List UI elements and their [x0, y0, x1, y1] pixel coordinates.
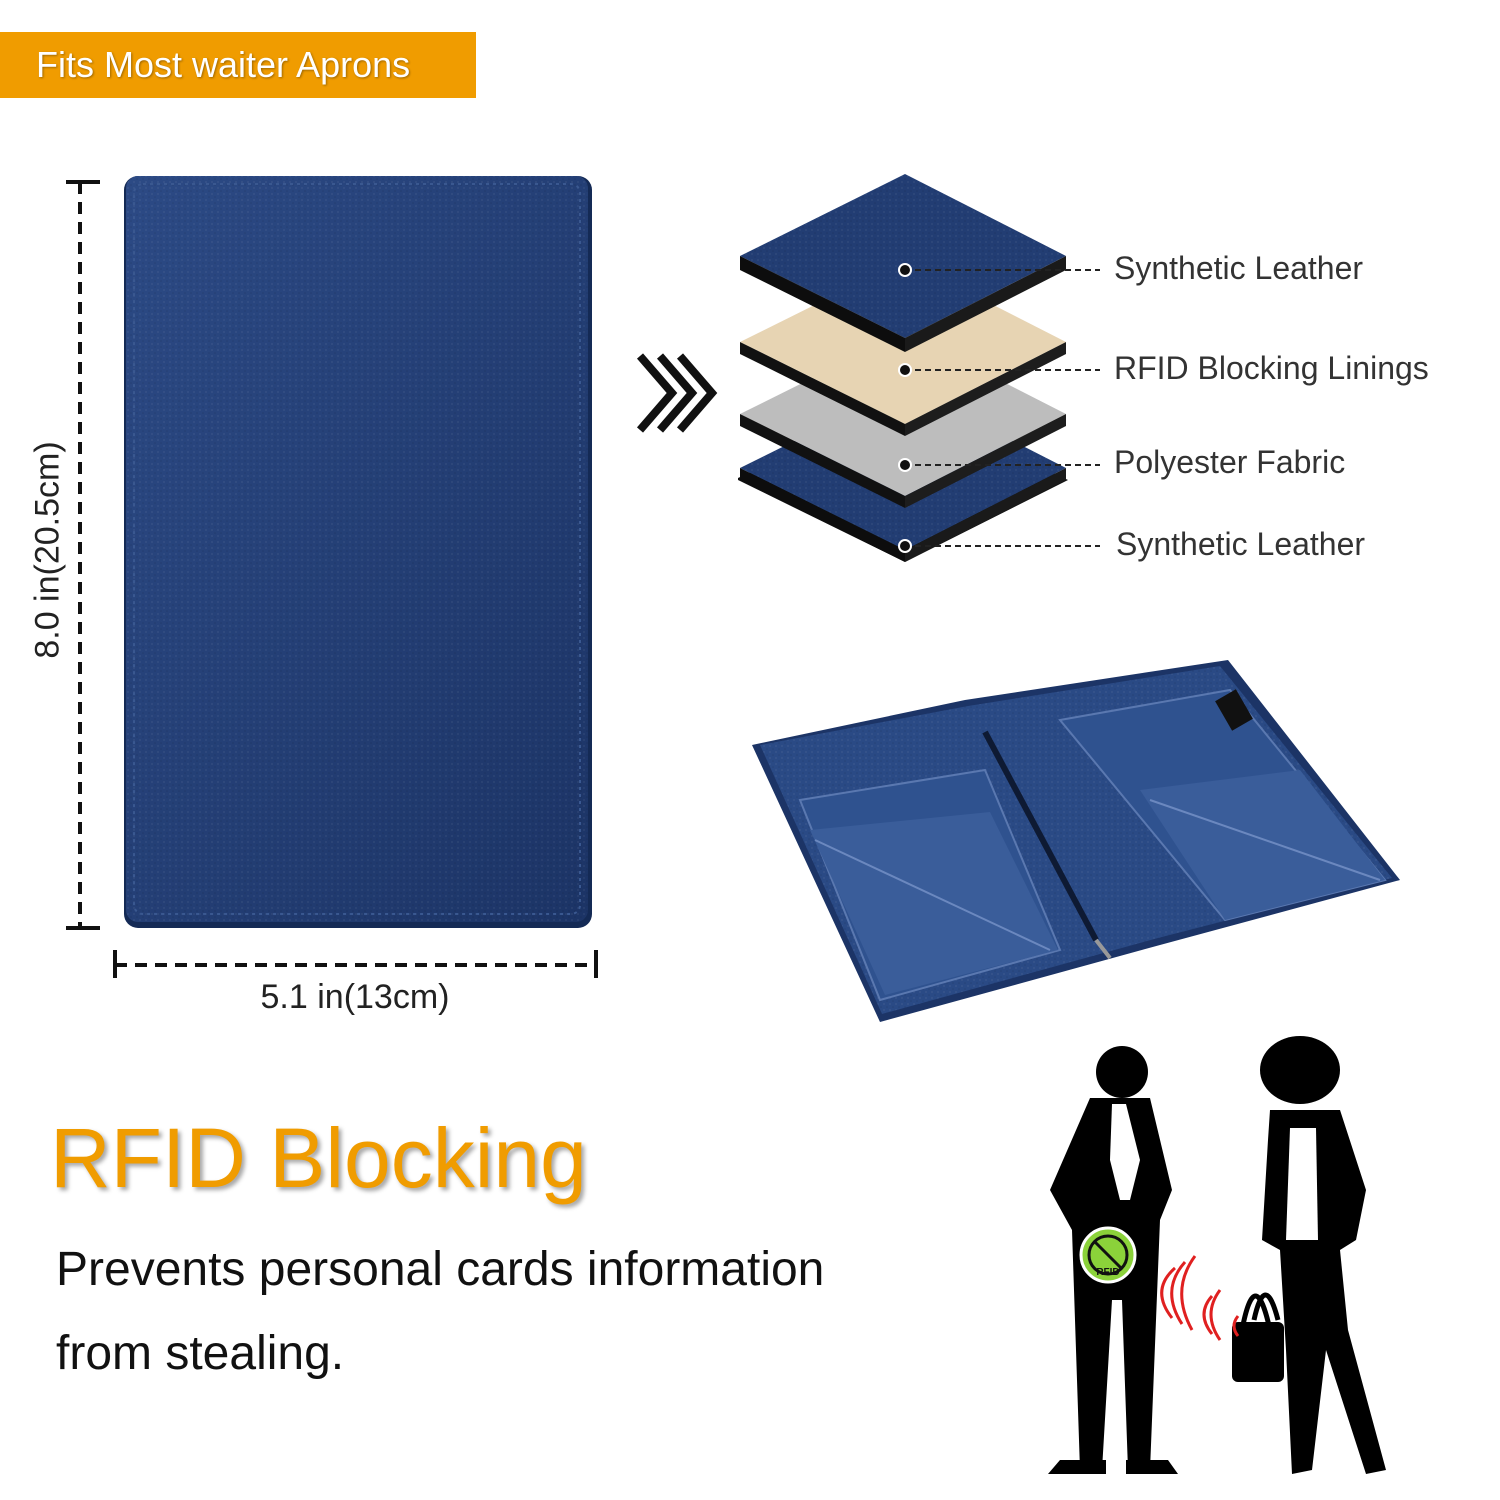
layer-dots	[898, 263, 912, 553]
people-silhouettes	[1048, 1036, 1386, 1474]
width-dimension-line	[113, 950, 598, 978]
rfid-description-line-1: Prevents personal cards information	[56, 1243, 825, 1296]
chevron-arrow-icon	[636, 353, 718, 433]
layer-label-3: Polyester Fabric	[1114, 444, 1346, 480]
width-dimension-label: 5.1 in(13cm)	[260, 978, 450, 1016]
rfid-badge-text: RFID	[1096, 1267, 1119, 1278]
layer-synthetic-leather-top	[740, 174, 1066, 352]
man-silhouette	[1048, 1046, 1178, 1474]
woman-silhouette	[1232, 1036, 1386, 1474]
layer-label-1: Synthetic Leather	[1114, 250, 1364, 286]
rfid-headline: RFID Blocking	[50, 1111, 587, 1205]
wallet-open	[752, 660, 1400, 1022]
layer-leader-lines	[905, 269, 1100, 547]
rfid-blocked-icon	[1079, 1226, 1137, 1284]
rfid-description-line-2: from stealing.	[56, 1327, 345, 1380]
rfid-description: Prevents personal cards information from…	[56, 1228, 956, 1396]
height-dimension-line	[66, 180, 100, 930]
wallet-closed	[124, 176, 592, 928]
top-banner: Fits Most waiter Aprons	[0, 32, 476, 98]
layer-label-2: RFID Blocking Linings	[1114, 350, 1429, 386]
rfid-signal-waves-icon	[1160, 1255, 1240, 1341]
layer-label-4: Synthetic Leather	[1116, 526, 1366, 562]
